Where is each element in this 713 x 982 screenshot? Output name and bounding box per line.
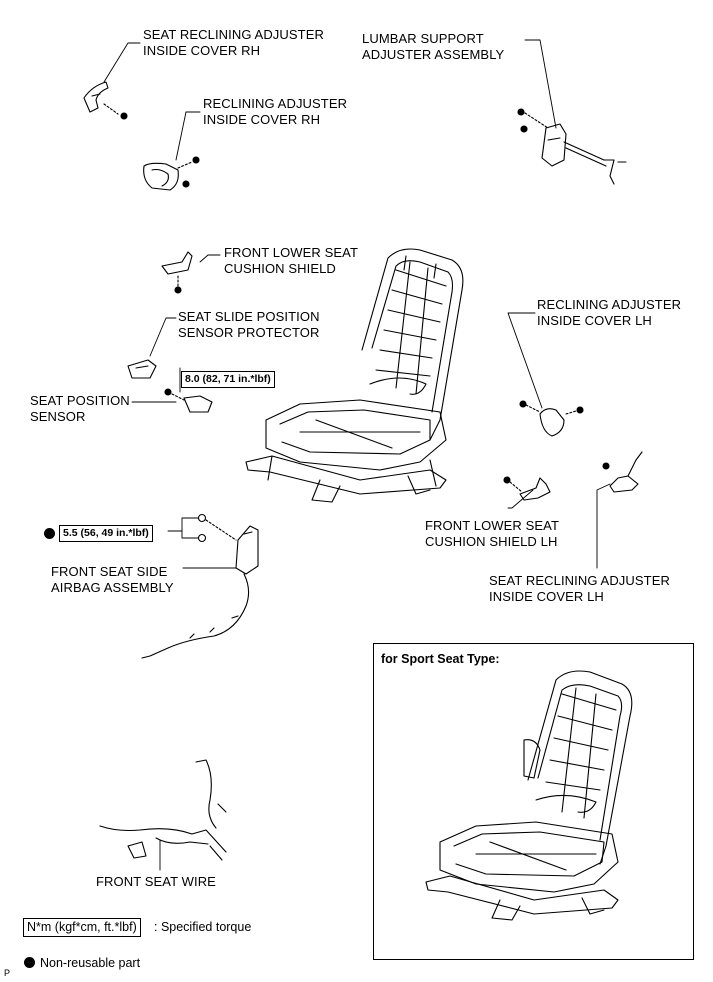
sport-seat-frame <box>425 670 633 921</box>
label-line: ADJUSTER ASSEMBLY <box>362 47 505 62</box>
lumbar-part <box>517 108 627 185</box>
label-front-lower-shield-lh: FRONT LOWER SEAT CUSHION SHIELD LH <box>425 518 559 550</box>
label-line: SENSOR <box>30 409 86 424</box>
seat-wire-part <box>99 759 227 861</box>
label-recl-rh: RECLINING ADJUSTER INSIDE COVER RH <box>203 96 347 128</box>
label-line: SEAT RECLINING ADJUSTER <box>143 27 324 42</box>
label-line: LUMBAR SUPPORT <box>362 31 484 46</box>
recl-rh-part <box>143 156 200 191</box>
recl-lh-part <box>519 400 584 437</box>
label-slide-protector: SEAT SLIDE POSITION SENSOR PROTECTOR <box>178 309 320 341</box>
sport-seat-inset: for Sport Seat Type: <box>373 643 694 960</box>
label-position-sensor: SEAT POSITION SENSOR <box>30 393 130 425</box>
label-airbag: FRONT SEAT SIDE AIRBAG ASSEMBLY <box>51 564 174 596</box>
legend-nonreusable-text: Non-reusable part <box>40 956 141 970</box>
leader-lines <box>103 39 611 871</box>
label-line: CUSHION SHIELD LH <box>425 534 558 549</box>
label-seat-recl-rh: SEAT RECLINING ADJUSTER INSIDE COVER RH <box>143 27 324 59</box>
slide-protector-part <box>127 359 157 379</box>
label-line: INSIDE COVER RH <box>143 43 261 58</box>
label-line: FRONT LOWER SEAT <box>224 245 359 260</box>
label-line: SEAT RECLINING ADJUSTER <box>489 573 670 588</box>
label-front-lower-shield: FRONT LOWER SEAT CUSHION SHIELD <box>224 245 358 277</box>
label-line: INSIDE COVER LH <box>489 589 604 604</box>
inset-title: for Sport Seat Type: <box>381 652 500 666</box>
legend-torque-text: : Specified torque <box>154 920 252 934</box>
label-seat-wire: FRONT SEAT WIRE <box>96 874 216 889</box>
label-line: INSIDE COVER RH <box>203 112 321 127</box>
label-seat-recl-lh: SEAT RECLINING ADJUSTER INSIDE COVER LH <box>489 573 670 605</box>
seat-frame <box>245 248 464 503</box>
seat-recl-lh-part <box>602 451 643 493</box>
seat-recl-rh-part <box>83 81 128 120</box>
label-line: FRONT LOWER SEAT <box>425 518 560 533</box>
torque-airbag: 5.5 (56, 49 in.*lbf) <box>59 525 153 542</box>
label-line: AIRBAG ASSEMBLY <box>51 580 174 595</box>
label-line: SEAT SLIDE POSITION <box>178 309 320 324</box>
airbag-part <box>141 513 259 659</box>
label-line: INSIDE COVER LH <box>537 313 652 328</box>
legend-nonreusable-dot <box>24 957 35 968</box>
label-line: SEAT POSITION <box>30 393 130 408</box>
front-lower-shield-lh-part <box>503 476 551 501</box>
label-line: RECLINING ADJUSTER <box>203 96 348 111</box>
label-line: FRONT SEAT SIDE <box>51 564 168 579</box>
torque-sensor: 8.0 (82, 71 in.*lbf) <box>181 371 275 388</box>
front-lower-shield-part <box>161 251 193 294</box>
label-line: RECLINING ADJUSTER <box>537 297 682 312</box>
corner-mark: P <box>4 968 11 978</box>
nonreusable-dot-airbag <box>44 528 55 539</box>
legend-torque-box: N*m (kgf*cm, ft.*lbf) <box>23 918 141 937</box>
label-line: SENSOR PROTECTOR <box>178 325 320 340</box>
label-lumbar: LUMBAR SUPPORT ADJUSTER ASSEMBLY <box>362 31 504 63</box>
label-recl-lh: RECLINING ADJUSTER INSIDE COVER LH <box>537 297 681 329</box>
position-sensor-part <box>164 388 213 413</box>
label-line: CUSHION SHIELD <box>224 261 336 276</box>
